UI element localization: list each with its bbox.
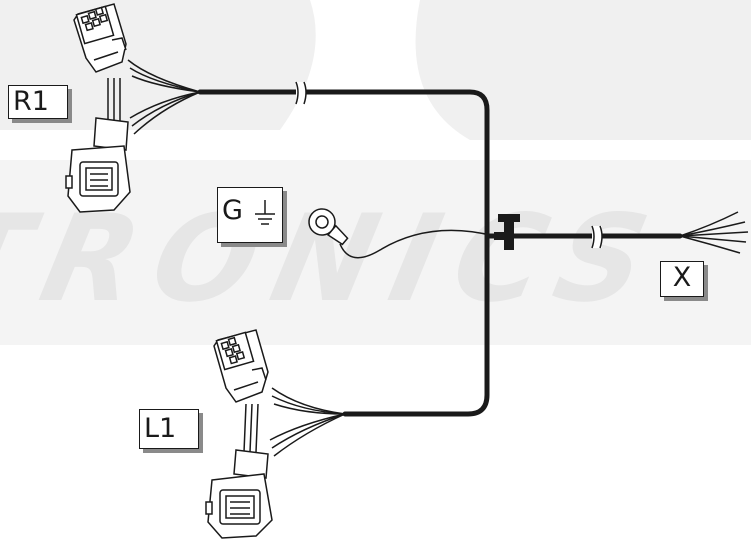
cable-break-icon xyxy=(295,81,603,249)
ring-terminal-icon xyxy=(308,208,349,246)
connector-label-l1: L1 xyxy=(139,409,199,449)
ground-label-text: G xyxy=(222,195,243,226)
l1-lower-connector xyxy=(205,449,273,539)
ground-lead xyxy=(308,208,495,259)
l1-upper-connector xyxy=(213,329,269,403)
main-harness-cable xyxy=(197,89,683,417)
wire-end-label-x: X xyxy=(660,261,704,297)
ground-symbol-icon xyxy=(255,200,275,225)
r1-branch-wires xyxy=(107,59,201,135)
r1-lower-connector xyxy=(65,117,131,213)
r1-upper-connector xyxy=(73,3,127,73)
splice-junction xyxy=(494,214,520,250)
watermark-background: TRONICS xyxy=(0,0,751,345)
watermark-text: TRONICS xyxy=(0,188,677,328)
l1-branch-wires xyxy=(243,387,346,457)
ground-label: G xyxy=(217,187,283,243)
open-wire-ends xyxy=(679,211,749,254)
connector-label-r1: R1 xyxy=(8,85,68,119)
